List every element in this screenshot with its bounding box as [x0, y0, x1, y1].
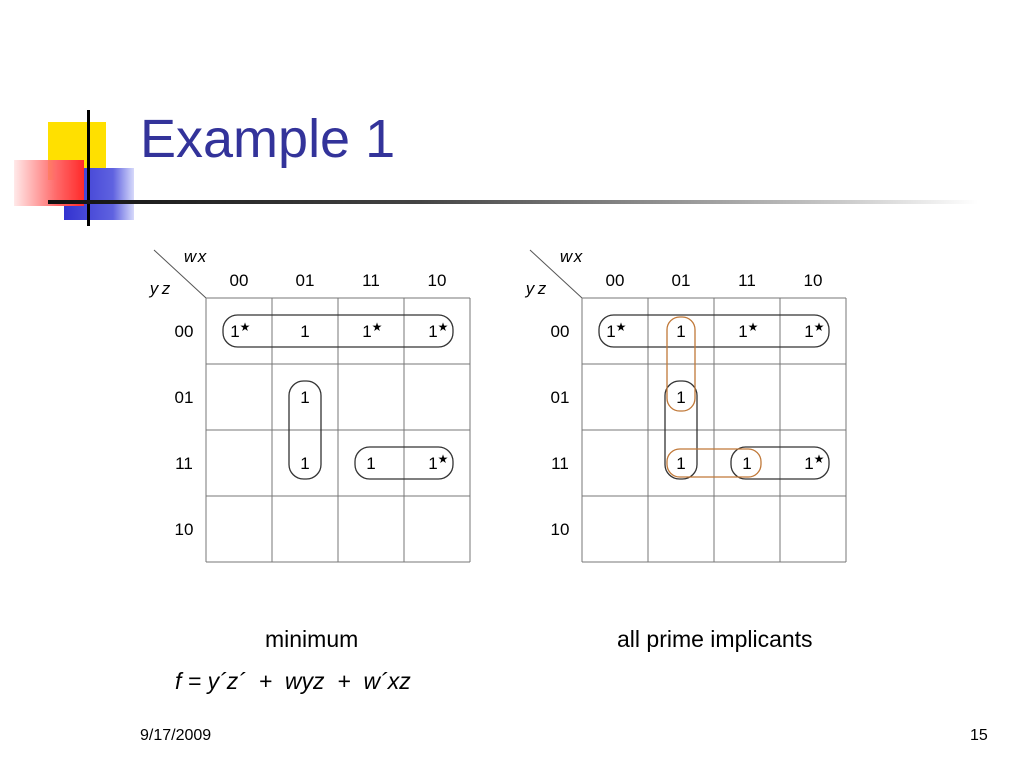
decor-horizontal-rule — [48, 200, 978, 204]
kmap-right-col-header: 10 — [804, 271, 823, 290]
kmap-right-essential-star: ★ — [814, 320, 825, 334]
kmap-left-essential-star: ★ — [438, 320, 449, 334]
kmap-right-cell-value: 1 — [804, 322, 813, 341]
kmap-left-essential-star: ★ — [240, 320, 251, 334]
kmap-left-essential-star: ★ — [372, 320, 383, 334]
kmap-right-diagonal — [529, 249, 583, 299]
kmap-left-cell-value: 1 — [300, 322, 309, 341]
kmap-left-cell-value: 1 — [366, 454, 375, 473]
decor-red-square — [14, 160, 84, 206]
kmap-left-implicant-loop — [288, 380, 322, 480]
kmap-left-col-header: 01 — [296, 271, 315, 290]
kmap-right-essential-star: ★ — [814, 452, 825, 466]
kmap-right-implicant-loop — [664, 380, 698, 480]
page-number: 15 — [970, 727, 988, 744]
kmap-left-row-header: 00 — [175, 322, 194, 341]
kmap-right-col-header: 11 — [738, 271, 756, 290]
minimum-formula: f = y´z´ + wyz + w´xz — [175, 668, 411, 694]
kmap-right-col-var-w: w — [560, 247, 574, 266]
kmap-right-implicant-loop — [666, 316, 696, 412]
kmap-left-col-var-x: x — [197, 247, 207, 266]
kmap-right-implicant-loop — [730, 446, 830, 480]
kmap-left-diagonal — [153, 249, 207, 299]
kmap-right-cell-value: 1 — [742, 454, 751, 473]
kmap-right-cell-value: 1 — [676, 322, 685, 341]
kmap-left-row-var-z: z — [161, 279, 171, 298]
kmap-left-col-var-w: w — [184, 247, 198, 266]
kmap-right-col-var-x: x — [573, 247, 583, 266]
kmap-right-cell-value: 1 — [676, 454, 685, 473]
kmap-left-row-var-y: y — [149, 279, 160, 298]
kmap-right-essential-star: ★ — [616, 320, 627, 334]
kmap-left-implicant-loop — [222, 314, 454, 348]
footer-date: 9/17/2009 — [140, 727, 212, 744]
kmap-left-cell-value: 1 — [362, 322, 371, 341]
kmap-right-cell-value: 1 — [738, 322, 747, 341]
kmap-left-cell-value: 1 — [230, 322, 239, 341]
kmap-left-cell-value: 1 — [428, 322, 437, 341]
kmap-right-implicant-loop — [666, 448, 762, 478]
kmap-left-col-header: 00 — [230, 271, 249, 290]
kmap-right-cell-value: 1 — [804, 454, 813, 473]
slide-title: Example 1 — [140, 109, 396, 169]
kmap-left-col-header: 11 — [362, 271, 380, 290]
caption-minimum: minimum — [265, 626, 359, 652]
kmap-right-row-header: 01 — [551, 388, 570, 407]
caption-all-prime-implicants: all prime implicants — [617, 626, 813, 652]
kmap-right-row-header: 10 — [551, 520, 570, 539]
kmap-right-col-header: 00 — [606, 271, 625, 290]
kmap-left-cell-value: 1 — [428, 454, 437, 473]
kmap-right-implicant-loop — [598, 314, 830, 348]
kmap-right-row-var-z: z — [537, 279, 547, 298]
kmap-right-essential-star: ★ — [748, 320, 759, 334]
kmap-right-cell-value: 1 — [606, 322, 615, 341]
kmap-right-row-header: 11 — [551, 454, 569, 473]
kmap-left-row-header: 10 — [175, 520, 194, 539]
kmap-left-col-header: 10 — [428, 271, 447, 290]
kmap-right-col-header: 01 — [672, 271, 691, 290]
kmap-left-essential-star: ★ — [438, 452, 449, 466]
kmap-left-cell-value: 1 — [300, 388, 309, 407]
kmap-right-row-header: 00 — [551, 322, 570, 341]
decor-vertical-line — [87, 110, 90, 226]
kmap-left-row-header: 11 — [175, 454, 193, 473]
kmap-left-row-header: 01 — [175, 388, 194, 407]
kmap-right-row-var-y: y — [525, 279, 536, 298]
kmap-left-cell-value: 1 — [300, 454, 309, 473]
kmap-left-implicant-loop — [354, 446, 454, 480]
kmap-right-cell-value: 1 — [676, 388, 685, 407]
